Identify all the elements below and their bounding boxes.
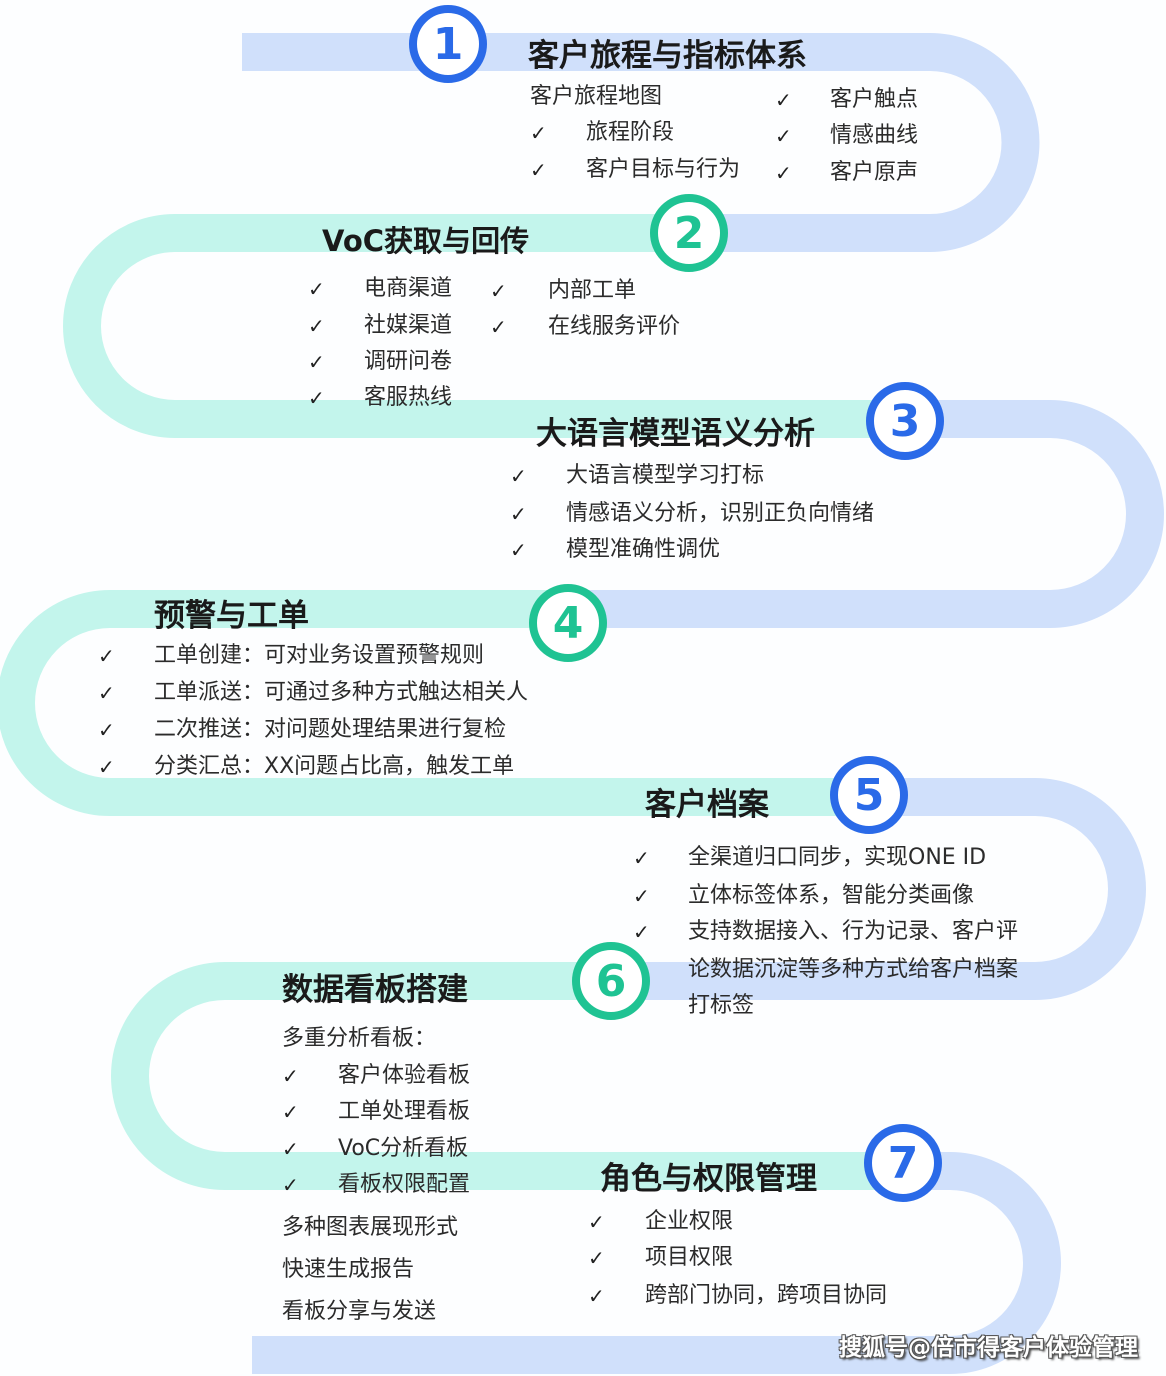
check-icon: ✓ [308,314,325,338]
check-icon: ✓ [588,1210,605,1234]
list-item: VoC分析看板 [338,1136,469,1161]
list-item: 社媒渠道 [364,313,453,338]
list-item: 分类汇总：XX问题占比高，触发工单 [154,754,515,779]
step-title: 角色与权限管理 [600,1161,817,1197]
check-icon: ✓ [98,644,115,668]
check-icon: ✓ [588,1284,605,1308]
check-icon: ✓ [588,1246,605,1270]
check-icon: ✓ [98,681,115,705]
list-item: 工单创建：可对业务设置预警规则 [154,643,485,668]
step-subheading: 客户旅程地图 [530,84,663,109]
check-icon: ✓ [282,1173,299,1197]
check-icon: ✓ [633,920,650,944]
step-badge-6: 6 [572,942,650,1020]
check-icon: ✓ [308,277,325,301]
list-item: 项目权限 [645,1245,734,1270]
step-title: VoC获取与回传 [322,224,530,258]
list-item: 内部工单 [548,278,637,303]
step-badge-3: 3 [866,382,944,460]
step-badge-5: 5 [830,756,908,834]
list-item: 客户原声 [830,160,919,185]
list-item: 全渠道归口同步，实现ONE ID [688,845,987,870]
check-icon: ✓ [530,121,547,145]
list-item: 支持数据接入、行为记录、客户评 [688,919,1019,944]
feature-text: 看板分享与发送 [282,1299,437,1324]
list-item: 模型准确性调优 [566,537,721,562]
list-item: 立体标签体系，智能分类画像 [688,883,975,908]
step-badge-7: 7 [864,1124,942,1202]
list-item: 客户目标与行为 [586,157,741,182]
list-item: 情感语义分析，识别正负向情绪 [566,501,875,526]
check-icon: ✓ [530,158,547,182]
list-item: 调研问卷 [364,349,453,374]
check-icon: ✓ [510,502,527,526]
check-icon: ✓ [308,350,325,374]
list-item: 跨部门协同，跨项目协同 [645,1283,888,1308]
check-icon: ✓ [282,1064,299,1088]
list-item: 在线服务评价 [548,314,681,339]
check-icon: ✓ [633,884,650,908]
list-item: 客户体验看板 [338,1063,471,1088]
check-icon: ✓ [282,1137,299,1161]
list-item: 电商渠道 [364,276,453,301]
list-item: 工单处理看板 [338,1099,471,1124]
step-title: 客户档案 [645,787,769,823]
list-item: 看板权限配置 [338,1172,471,1197]
check-icon: ✓ [633,846,650,870]
check-icon: ✓ [775,88,792,112]
step-badge-4: 4 [529,584,607,662]
step-badge-1: 1 [409,5,487,83]
list-item: 二次推送：对问题处理结果进行复检 [154,717,507,742]
check-icon: ✓ [775,124,792,148]
list-item: 旅程阶段 [586,120,675,145]
check-icon: ✓ [775,161,792,185]
check-icon: ✓ [510,538,527,562]
list-item: 企业权限 [645,1209,734,1234]
list-item-continuation: 论数据沉淀等多种方式给客户档案 [688,957,1019,982]
list-item: 工单派送：可通过多种方式触达相关人 [154,680,529,705]
check-icon: ✓ [490,279,507,303]
check-icon: ✓ [98,755,115,779]
check-icon: ✓ [510,464,527,488]
step-subheading: 多重分析看板： [282,1026,437,1051]
check-icon: ✓ [98,718,115,742]
watermark: 搜狐号@倍市得客户体验管理 [839,1335,1138,1361]
list-item: 情感曲线 [830,123,919,148]
step-title: 客户旅程与指标体系 [528,38,807,74]
list-item: 客服热线 [364,385,453,410]
check-icon: ✓ [308,386,325,410]
feature-text: 多种图表展现形式 [282,1215,459,1240]
step-badge-2: 2 [650,194,728,272]
list-item: 客户触点 [830,87,919,112]
list-item: 大语言模型学习打标 [566,463,765,488]
step-title: 预警与工单 [154,598,309,634]
step-title: 大语言模型语义分析 [536,416,815,452]
list-item-continuation: 打标签 [688,993,755,1018]
check-icon: ✓ [282,1100,299,1124]
feature-text: 快速生成报告 [282,1257,415,1282]
step-title: 数据看板搭建 [282,972,468,1008]
check-icon: ✓ [490,315,507,339]
